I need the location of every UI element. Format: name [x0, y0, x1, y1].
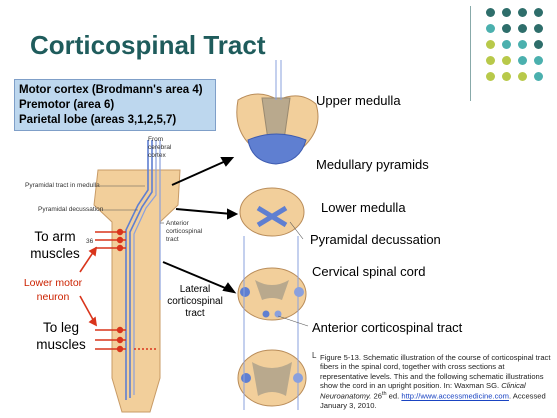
lateral-cst-line-1: Lateral	[179, 284, 211, 295]
caption-accessed-date: Accessed January 3, 2010.	[320, 391, 546, 411]
lower-motor-neuron-label: Lower motor neuron	[10, 276, 96, 304]
descending-fiber-1	[125, 140, 149, 400]
figure-number-label: 36	[86, 238, 94, 245]
anterior-cst-line-3: tract	[166, 236, 179, 243]
dot-4	[534, 8, 543, 17]
lower-motor-line-1: Lower motor	[23, 277, 83, 289]
dot-17	[486, 72, 495, 81]
dot-13	[486, 56, 495, 65]
dot-15	[518, 56, 527, 65]
caption-link[interactable]: http://www.accessmedicine.com	[401, 391, 509, 401]
cervical-spinal-cord-label: Cervical spinal cord	[312, 264, 426, 279]
cortex-line-2: Premotor (area 6)	[19, 99, 115, 111]
anterior-cst-small-label: Anterior corticospinal tract	[166, 220, 202, 244]
upper-medulla-label: Upper medulla	[316, 93, 401, 108]
to-leg-line-2: muscles	[36, 337, 86, 352]
section-connectors	[243, 60, 299, 410]
dot-8	[534, 24, 543, 33]
pyramidal-decussation-label: Pyramidal decussation	[310, 232, 441, 247]
slide-title: Corticospinal Tract	[30, 30, 266, 60]
caption-edition-number: 26	[373, 391, 382, 401]
lateral-cst-line-3: tract	[185, 308, 205, 319]
lateral-cst-line-2: corticospinal	[167, 296, 223, 307]
lower-medulla-label: Lower medulla	[321, 200, 406, 215]
dot-5	[486, 24, 495, 33]
dot-9	[486, 40, 495, 49]
cerebral-label: cerebral	[148, 144, 172, 151]
level-arrows	[162, 157, 239, 294]
dot-3	[518, 8, 527, 17]
cortex-line-3: Parietal lobe (areas 3,1,2,5,7)	[19, 114, 177, 126]
arm-motor-neurons	[95, 228, 126, 252]
dot-11	[518, 40, 527, 49]
anterior-cst-line-2: corticospinal	[166, 228, 203, 235]
dot-10	[502, 40, 511, 49]
cortex-label: cortex	[148, 152, 166, 159]
anterior-cst-label: Anterior corticospinal tract	[312, 320, 463, 335]
descending-fiber-3	[133, 140, 157, 395]
pyramidal-decussation-small-label: Pyramidal decussation	[38, 206, 104, 213]
dot-7	[518, 24, 527, 33]
upper-medulla-section	[236, 93, 319, 165]
lumbar-cord-section	[237, 349, 307, 407]
to-arm-line-1: To arm	[34, 229, 76, 244]
dot-18	[502, 72, 511, 81]
dot-6	[502, 24, 511, 33]
lower-motor-neuron-arrows	[79, 246, 98, 327]
leader-lines	[100, 185, 164, 224]
dot-14	[502, 56, 511, 65]
caption-text: Figure 5-13. Schematic illustration of t…	[320, 353, 551, 390]
dot-12	[534, 40, 543, 49]
pyramidal-tract-medulla-label: Pyramidal tract in medulla	[25, 182, 100, 189]
to-leg-line-1: To leg	[42, 320, 80, 335]
figure-caption: Figure 5-13. Schematic illustration of t…	[320, 353, 551, 411]
decorative-divider	[470, 6, 471, 101]
caption-book-title: Clinical Neuroanatomy.	[320, 380, 526, 401]
section-label-leaders	[277, 221, 309, 327]
to-arm-line-2: muscles	[30, 246, 80, 261]
cortex-line-1: Motor cortex (Brodmann's area 4)	[19, 84, 203, 96]
to-arm-muscles-label: To arm muscles	[18, 228, 92, 262]
lateral-cst-label: Lateral corticospinal tract	[160, 284, 230, 320]
dot-16	[534, 56, 543, 65]
lower-motor-line-2: neuron	[36, 291, 70, 303]
dot-20	[534, 72, 543, 81]
cortex-areas-box: Motor cortex (Brodmann's area 4) Premoto…	[14, 79, 216, 131]
lower-medulla-section	[239, 187, 305, 237]
cervical-cord-section	[237, 267, 307, 321]
medullary-pyramids-label: Medullary pyramids	[316, 157, 429, 172]
from-cerebral-cortex-label: From cerebral cortex	[148, 136, 171, 160]
leg-motor-neurons	[95, 326, 158, 353]
dot-2	[502, 8, 511, 17]
dot-19	[518, 72, 527, 81]
descending-fiber-2	[129, 140, 153, 398]
dot-1	[486, 8, 495, 17]
caption-edition-suffix: th	[381, 391, 387, 398]
section-letter-label: L	[312, 351, 317, 360]
from-label: From	[148, 136, 164, 143]
caption-edition-text: ed.	[388, 391, 400, 401]
spinal-cord-outline	[93, 169, 181, 413]
to-leg-muscles-label: To leg muscles	[26, 319, 96, 353]
anterior-cst-line-1: Anterior	[166, 220, 189, 227]
